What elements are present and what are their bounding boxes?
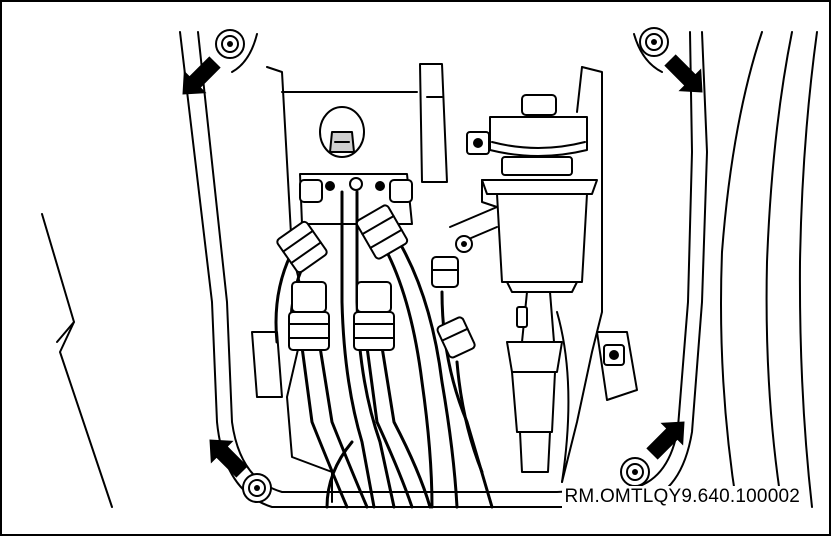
upper-right-mounting-nut (639, 27, 669, 57)
upper-left-mounting-nut (215, 29, 245, 59)
fluid-reservoir (481, 94, 598, 293)
arrow-top-right-icon (664, 54, 703, 93)
arrow-top-left-icon (182, 56, 221, 95)
right-small-bracket (596, 331, 638, 401)
arrow-bottom-left-icon (209, 439, 248, 478)
reservoir-bracket (449, 206, 498, 253)
lower-right-mounting-nut (620, 457, 650, 487)
left-side-panel (41, 213, 113, 508)
hose-fittings (276, 204, 476, 359)
right-side-contours (720, 31, 818, 508)
pressure-switch (506, 291, 570, 483)
top-bolt (319, 106, 365, 158)
hydraulic-hoses (274, 190, 494, 509)
lower-left-mounting-nut (242, 473, 272, 503)
bracket-nut (466, 131, 490, 155)
figure-reference-code: RM.OMTLQY9.640.100002 (561, 486, 803, 508)
arrow-bottom-right-icon (646, 421, 685, 460)
